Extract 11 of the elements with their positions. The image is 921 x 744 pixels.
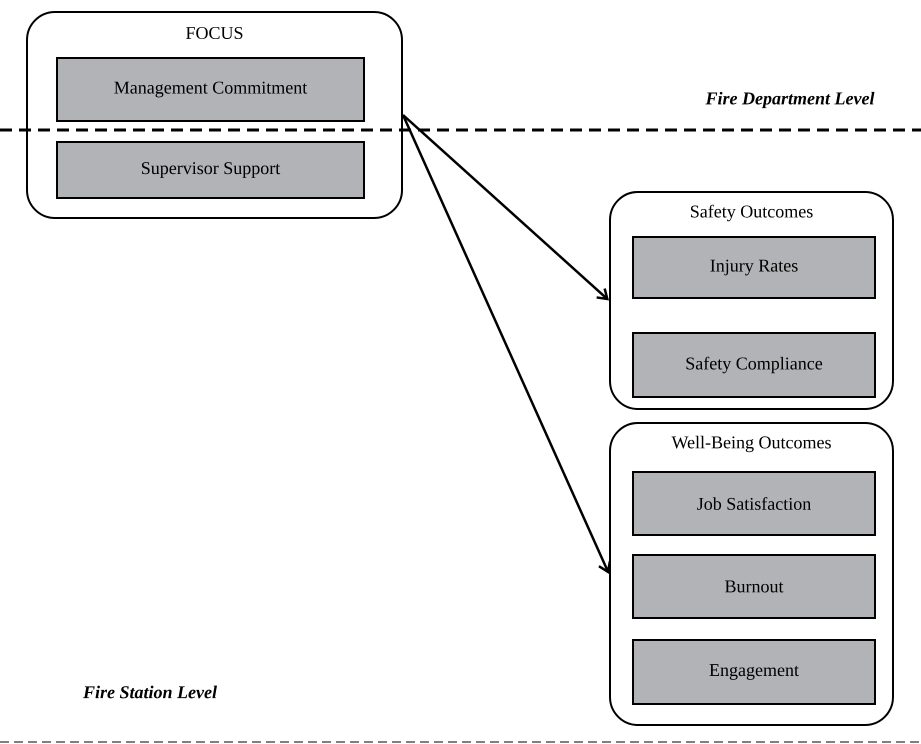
factor-box: Engagement <box>632 639 876 705</box>
factor-box: Job Satisfaction <box>632 471 876 536</box>
factor-box: Burnout <box>632 554 876 619</box>
factor-box: Management Commitment <box>56 57 365 122</box>
factor-box: Injury Rates <box>632 236 876 299</box>
factor-box: Supervisor Support <box>56 141 365 199</box>
level-label: Fire Station Level <box>83 686 217 698</box>
level-label: Fire Department Level <box>706 92 874 108</box>
factor-box: Safety Compliance <box>632 332 876 398</box>
arrow <box>402 114 612 574</box>
arrow <box>402 114 609 300</box>
